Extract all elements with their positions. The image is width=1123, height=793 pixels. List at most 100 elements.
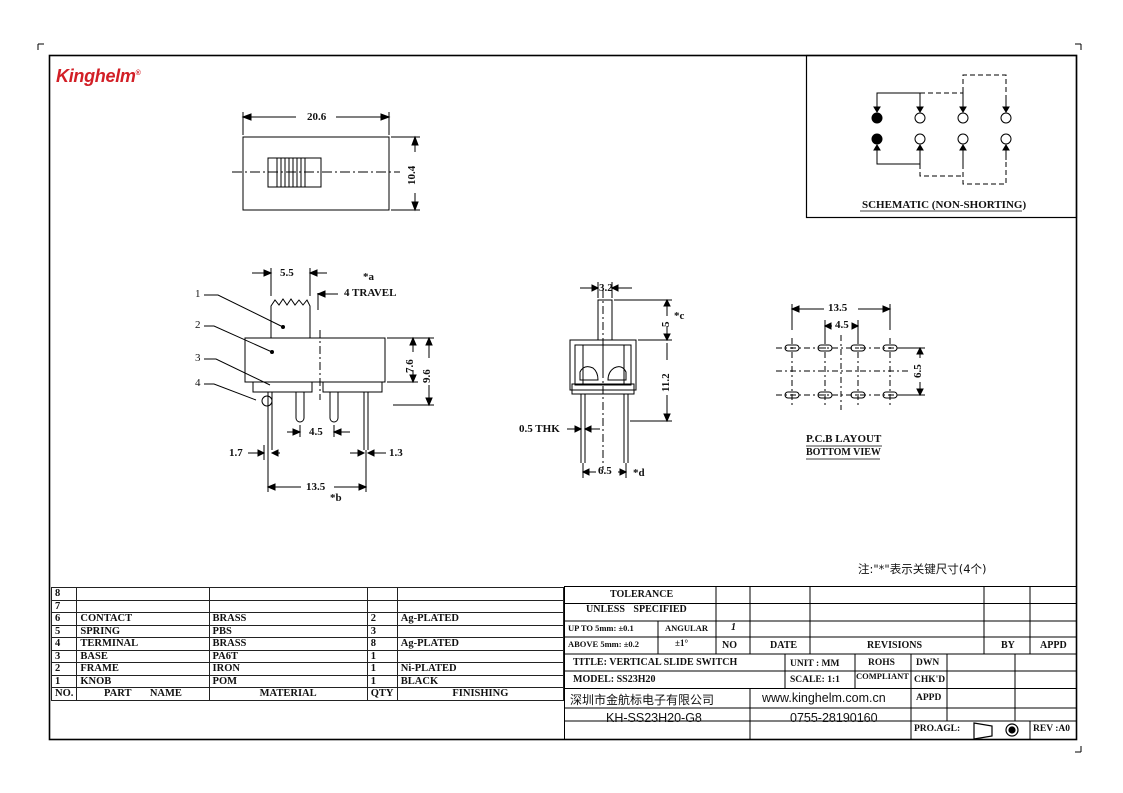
side-dim-5-5: 5.5 [280,267,294,279]
bom-header-qty: QTY [366,687,398,701]
bom-cell-name: TERMINAL [76,637,210,651]
angular-value: ±1° [675,638,689,648]
bom-cell-material: BRASS [208,612,368,626]
bom-cell-finishing: Ag-PLATED [396,637,565,651]
side-dim-1-3: 1.3 [389,447,403,459]
bom-cell-qty: 2 [366,612,398,626]
side-dim-1-7: 1.7 [229,447,243,459]
rev-no-header: NO [722,640,737,651]
side-dim-9-6: 9.6 [421,369,433,383]
bom-cell-finishing [396,649,565,663]
website-link[interactable]: www.kinghelm.com.cn [762,691,886,705]
pcb-subtitle: BOTTOM VIEW [806,447,881,458]
bom-cell-finishing: Ag-PLATED [396,612,565,626]
bom-cell-no: 7 [50,599,78,613]
pcb-layout [776,304,925,460]
phone-number: 0755-28190160 [790,711,878,725]
end-dim-3-2: 3.2 [599,282,613,294]
drawing-border [48,54,1078,741]
dwn-label: DWN [916,658,940,668]
projection-angle-icon [973,722,1019,740]
bom-cell-no: 5 [50,624,78,638]
bom-cell-name: KNOB [76,674,210,688]
bom-cell-name: FRAME [76,662,210,676]
bom-cell-no: 4 [50,637,78,651]
bom-cell-finishing [396,587,565,601]
appd-label: APPD [916,693,942,703]
bom-cell-material [208,587,368,601]
unit-label: UNIT : MM [790,659,840,669]
revision-mark: 1 [731,622,736,633]
side-key-a: *a [363,271,374,283]
bom-header-part: PART NAME [76,687,210,701]
callout-1: 1 [195,288,201,300]
bom-cell-material: POM [208,674,368,688]
bom-cell-finishing [396,624,565,638]
brand-logo: Kinghelm® [56,66,141,86]
chkd-label: CHK'D [914,675,946,685]
end-view [567,282,672,478]
top-view [232,112,420,212]
unless-specified-label: UNLESS SPECIFIED [586,604,687,615]
bom-cell-material: IRON [208,662,368,676]
side-dim-4-5: 4.5 [309,426,323,438]
bom-cell-name: CONTACT [76,612,210,626]
company-name: 深圳市金航标电子有限公司 [570,693,715,707]
pcb-title: P.C.B LAYOUT [806,433,882,445]
tolerance-above: ABOVE 5mm: ±0.2 [568,639,640,649]
bom-row: 8 [50,587,565,601]
scale-label: SCALE: 1:1 [790,675,840,685]
rev-revisions-header: REVISIONS [867,640,923,651]
bom-cell-qty: 3 [366,624,398,638]
rohs-label: ROHS [868,658,895,668]
bom-header-no: NO. [50,687,78,701]
bom-cell-qty: 8 [366,637,398,651]
pcb-dim-6-5: 6.5 [912,364,924,378]
bom-cell-no: 1 [50,674,78,688]
bom-header-material: MATERIAL [208,687,368,701]
end-thk: 0.5 THK [519,423,560,435]
end-dim-6-5: 6.5 [598,465,612,477]
side-dim-13-5: 13.5 [306,481,326,493]
top-height-label: 10.4 [406,165,418,185]
rohs-compliant-label: COMPLIANT [856,671,909,681]
rev-appd-header: APPD [1040,640,1067,651]
bom-cell-finishing: Ni-PLATED [396,662,565,676]
bom-cell-name [76,599,210,613]
pcb-dim-4-5: 4.5 [835,319,849,331]
callout-4: 4 [195,377,201,389]
end-dim-11-2: 11.2 [660,373,672,392]
angular-label: ANGULAR [665,623,708,633]
pro-agl-label: PRO.AGL: [914,724,961,734]
callout-2: 2 [195,319,201,331]
schematic-box [805,54,1078,219]
callout-3: 3 [195,352,201,364]
rev-label: REV :A0 [1033,724,1071,734]
title-block-grid [564,586,1077,740]
part-number: KH-SS23H20-G8 [606,711,702,725]
bom-cell-finishing [396,599,565,613]
bom-cell-no: 8 [50,587,78,601]
bom-cell-no: 3 [50,649,78,663]
bom-row: 7 [50,599,565,613]
bom-cell-qty: 1 [366,674,398,688]
key-dimension-note: 注:"*"表示关键尺寸(4个) [858,562,987,576]
end-key-d: *d [633,467,645,479]
bom-cell-name: BASE [76,649,210,663]
rev-date-header: DATE [770,640,798,651]
tolerance-up-to: UP TO 5mm: ±0.1 [568,623,634,633]
bom-cell-material: BRASS [208,637,368,651]
side-view [204,268,434,492]
rev-by-header: BY [1001,640,1015,651]
bom-cell-qty: 1 [366,662,398,676]
bom-cell-finishing: BLACK [396,674,565,688]
bom-cell-material: PA6T [208,649,368,663]
bom-cell-qty [366,599,398,613]
